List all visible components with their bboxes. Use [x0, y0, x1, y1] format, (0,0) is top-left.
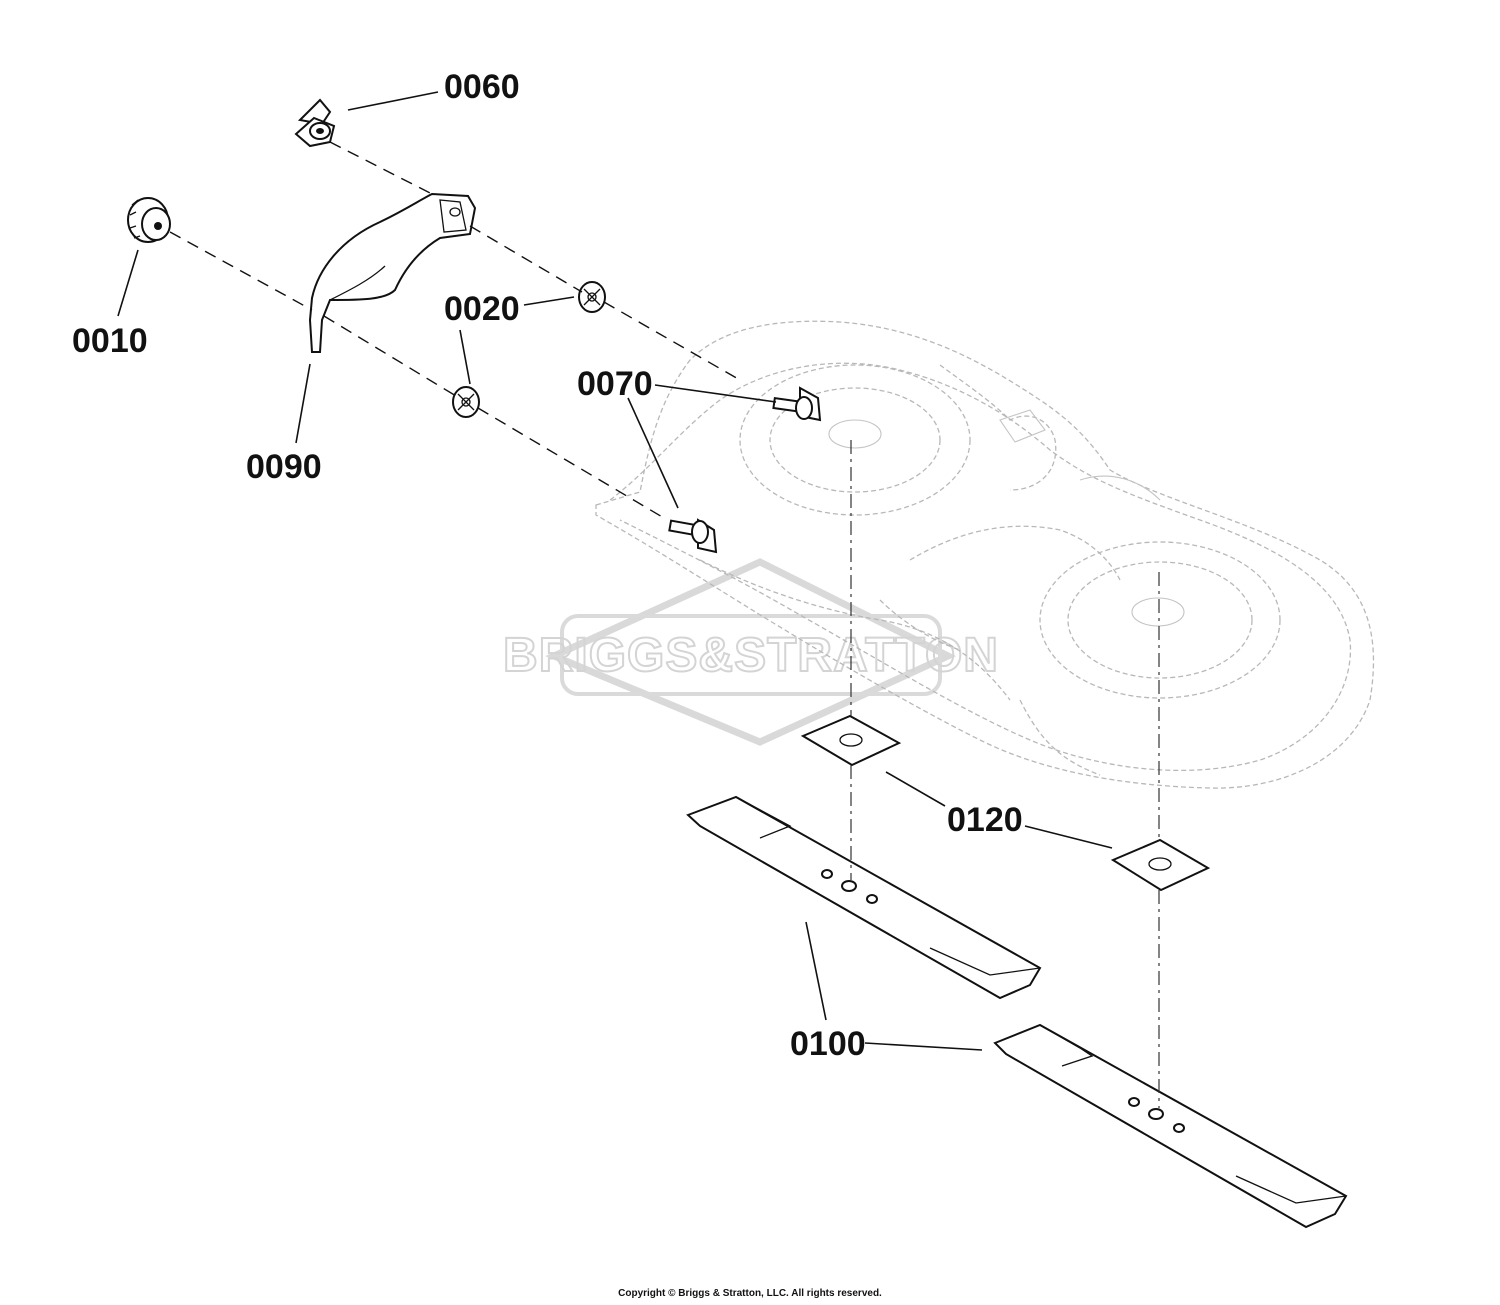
- callout-0120: 0120: [947, 801, 1023, 839]
- mower-deck: [595, 320, 1375, 789]
- leader-lines: [117, 91, 1113, 1051]
- blade-part-left: [686, 795, 1042, 1000]
- deflector-part: [308, 192, 477, 353]
- washer-part-upper: [578, 281, 606, 313]
- callout-0020: 0020: [444, 290, 520, 328]
- copyright-footer: Copyright © Briggs & Stratton, LLC. All …: [618, 1288, 882, 1299]
- wing-nut-part: [294, 98, 336, 148]
- briggs-stratton-watermark: BRIGGS&STRATTON: [502, 558, 999, 746]
- spacer-part-left: [800, 714, 902, 767]
- bolt-part-upper: [772, 386, 822, 422]
- blade-part-right: [993, 1023, 1348, 1229]
- callout-0010: 0010: [72, 322, 148, 360]
- callout-0090: 0090: [246, 448, 322, 486]
- callout-labels: 0060 0010 0020 0070 0090 0120 0100: [72, 68, 1023, 1063]
- knob-part: [127, 197, 171, 243]
- washer-part-lower: [452, 386, 480, 418]
- watermark-text: BRIGGS&STRATTON: [503, 629, 999, 682]
- assembly-lines: [169, 141, 1160, 1108]
- callout-0070: 0070: [577, 365, 653, 403]
- spacer-part-right: [1110, 838, 1211, 892]
- bolt-part-lower: [668, 518, 718, 554]
- callout-0060: 0060: [444, 68, 520, 106]
- callout-0100: 0100: [790, 1025, 866, 1063]
